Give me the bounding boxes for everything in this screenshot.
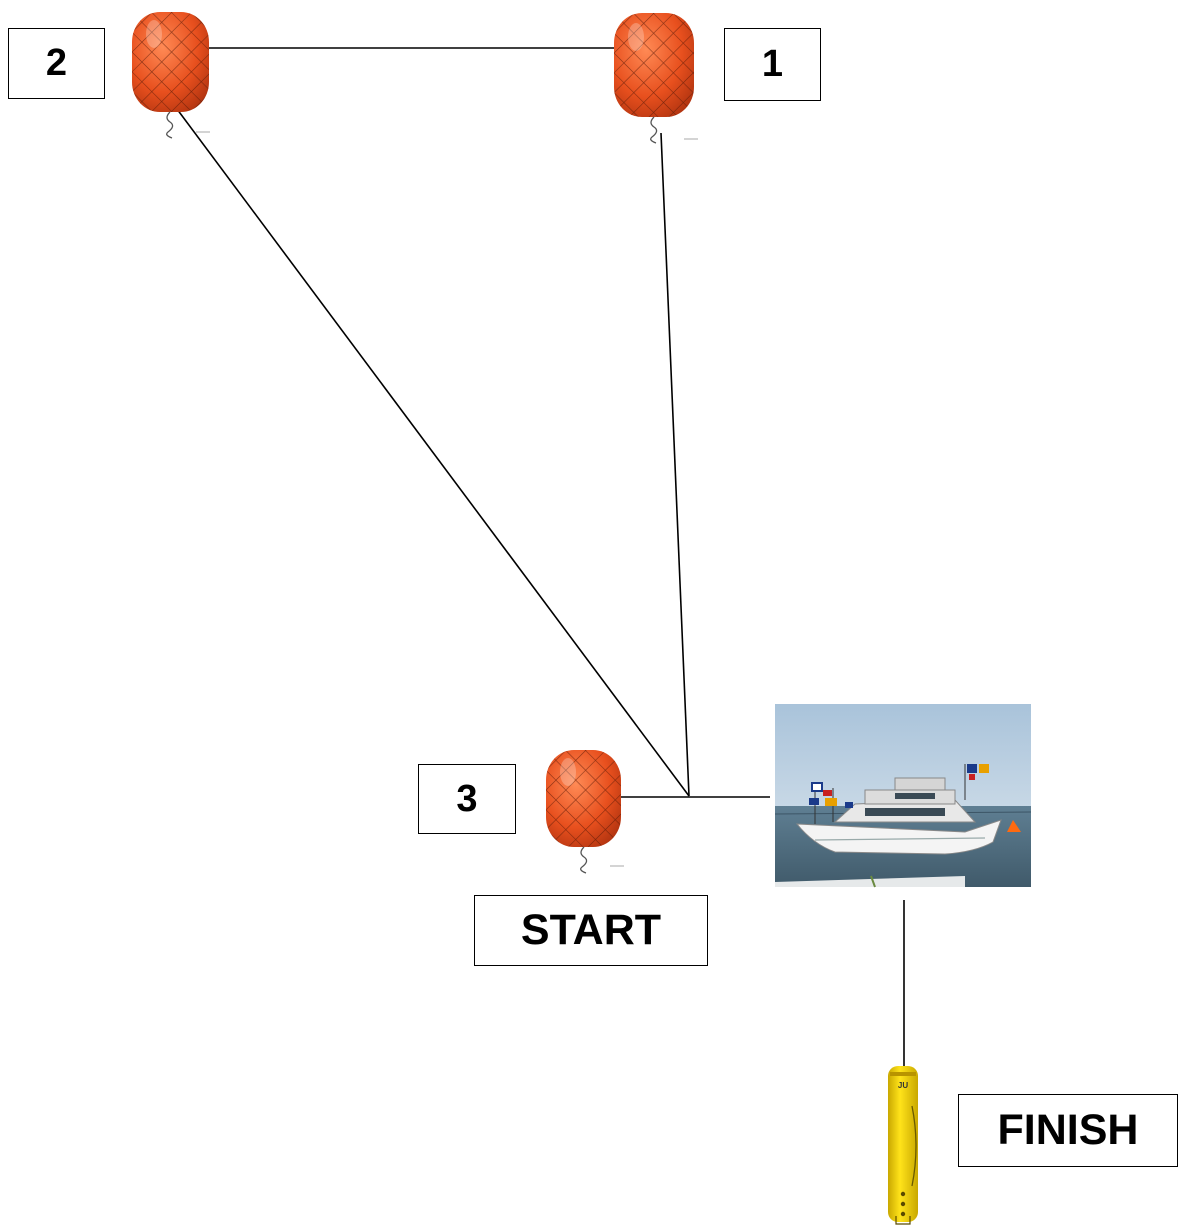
course-line-2-to-start	[173, 104, 690, 797]
mark-2-label: 2	[8, 28, 105, 99]
course-lines	[173, 47, 905, 1066]
mark-1-label: 1	[724, 28, 821, 101]
committee-boat-photo	[774, 704, 1032, 888]
mark-3-buoy-icon	[546, 750, 624, 874]
finish-spar-buoy-icon: JU	[888, 1066, 918, 1225]
mark-2-buoy-icon	[132, 12, 210, 139]
mark-1-buoy-icon	[614, 13, 698, 144]
svg-text:JU: JU	[898, 1081, 908, 1090]
start-label: START	[474, 895, 708, 966]
mark-3-label: 3	[418, 764, 516, 834]
finish-label: FINISH	[958, 1094, 1178, 1167]
course-line-1-to-start	[660, 132, 690, 797]
